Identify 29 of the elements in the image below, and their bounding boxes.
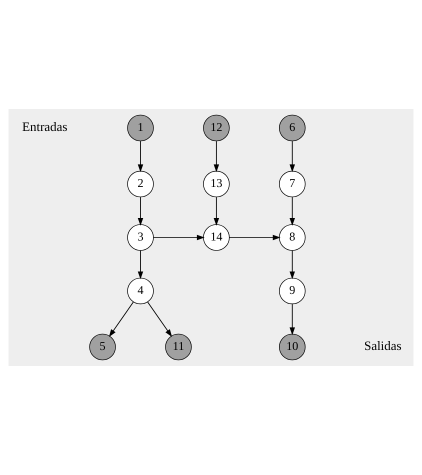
arrow	[138, 196, 144, 226]
arrow	[229, 234, 281, 240]
label: Entradas	[22, 118, 68, 134]
node-circle: 8	[279, 224, 306, 251]
node-circle: 3	[127, 224, 154, 251]
node-circle: 9	[279, 278, 306, 304]
arrow	[147, 302, 172, 338]
arrow	[290, 250, 295, 280]
node-circle: 12	[203, 114, 230, 142]
node-circle: 14	[203, 224, 230, 251]
arrow	[153, 234, 205, 240]
node-circle: 2	[127, 170, 154, 198]
arrow	[214, 140, 220, 172]
node-circle: 11	[165, 334, 192, 360]
arrow	[290, 140, 295, 172]
arrow	[138, 250, 144, 280]
node-circle: 6	[279, 114, 306, 142]
node-circle: 7	[279, 170, 306, 198]
label: Salidas	[364, 338, 402, 354]
node-circle: 10	[279, 334, 306, 360]
arrow	[108, 302, 134, 338]
node-circle: 5	[89, 334, 116, 360]
node-circle: 4	[127, 278, 154, 304]
node-circle: 13	[203, 170, 230, 198]
arrow	[138, 140, 144, 172]
node-circle: 1	[127, 114, 154, 142]
arrow	[290, 196, 295, 226]
arrow	[214, 196, 220, 226]
arrow	[290, 304, 295, 336]
